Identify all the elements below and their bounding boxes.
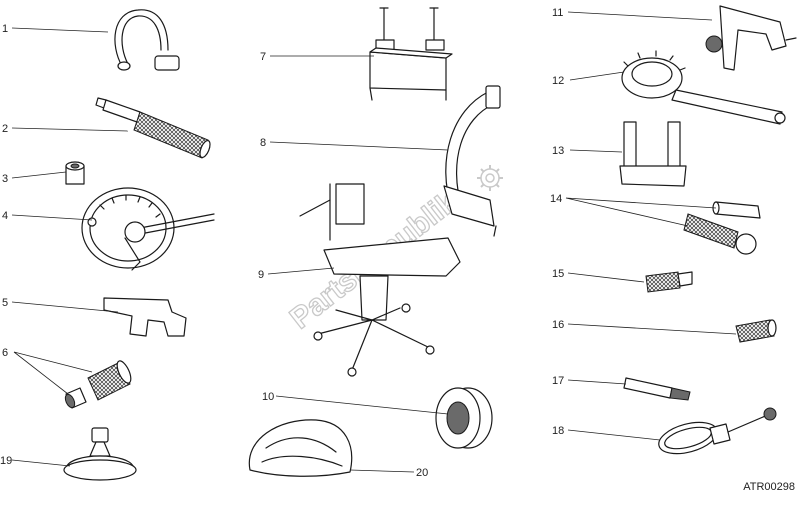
drawing-code: ATR00298 bbox=[743, 481, 795, 493]
label-part-9: 9 bbox=[258, 269, 264, 281]
label-part-18: 18 bbox=[552, 425, 564, 437]
label-part-4: 4 bbox=[2, 210, 8, 222]
tool-part-19 bbox=[63, 427, 137, 481]
tool-part-1 bbox=[114, 9, 180, 71]
tool-part-4 bbox=[81, 187, 215, 271]
tool-part-20 bbox=[248, 419, 353, 477]
tool-part-10 bbox=[435, 387, 493, 449]
leader-lines bbox=[11, 11, 737, 473]
label-part-13: 13 bbox=[552, 145, 564, 157]
tool-part-9 bbox=[299, 183, 461, 377]
part-number-labels: 1 2 3 4 5 6 7 8 9 10 11 12 13 14 15 16 1… bbox=[0, 7, 564, 479]
tool-part-16 bbox=[735, 319, 777, 343]
tool-part-15 bbox=[645, 271, 693, 293]
tool-part-11 bbox=[705, 5, 797, 71]
label-part-19: 19 bbox=[0, 455, 12, 467]
tool-part-6 bbox=[64, 360, 132, 409]
label-part-2: 2 bbox=[2, 123, 8, 135]
label-part-5: 5 bbox=[2, 297, 8, 309]
tool-part-14 bbox=[683, 201, 761, 255]
label-part-15: 15 bbox=[552, 268, 564, 280]
tool-part-7 bbox=[369, 7, 453, 101]
label-part-17: 17 bbox=[552, 375, 564, 387]
tool-part-18 bbox=[658, 407, 777, 455]
tool-part-12 bbox=[621, 50, 786, 125]
label-part-7: 7 bbox=[260, 51, 266, 63]
label-part-12: 12 bbox=[552, 75, 564, 87]
label-part-11: 11 bbox=[552, 7, 563, 19]
tool-part-2 bbox=[95, 97, 211, 159]
label-part-20: 20 bbox=[416, 467, 428, 479]
tool-part-13 bbox=[619, 121, 687, 187]
label-part-14: 14 bbox=[550, 193, 562, 205]
tool-part-3 bbox=[65, 161, 85, 185]
tool-part-17 bbox=[623, 377, 691, 401]
tool-part-8 bbox=[443, 85, 501, 237]
tool-part-5 bbox=[103, 297, 187, 337]
label-part-8: 8 bbox=[260, 137, 266, 149]
label-part-3: 3 bbox=[2, 173, 8, 185]
label-part-6: 6 bbox=[2, 347, 8, 359]
watermark-gear-icon bbox=[477, 165, 503, 191]
label-part-1: 1 bbox=[2, 23, 8, 35]
label-part-10: 10 bbox=[262, 391, 274, 403]
label-part-16: 16 bbox=[552, 319, 564, 331]
